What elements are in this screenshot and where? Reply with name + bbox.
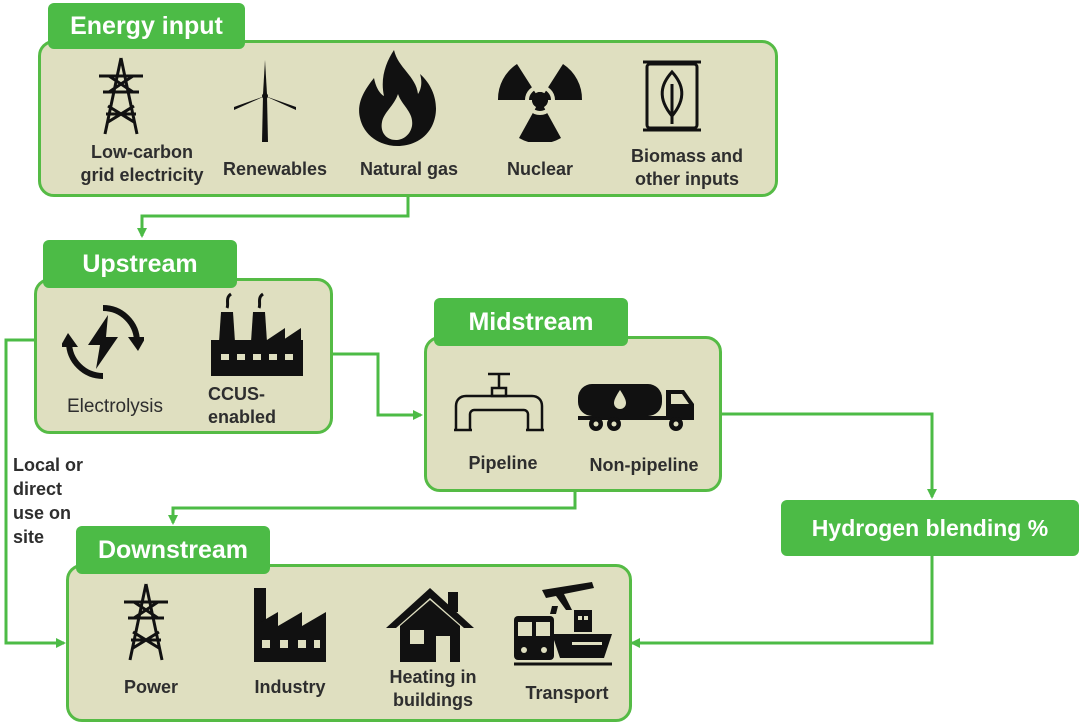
arrow-midstream-to-downstream <box>168 492 577 525</box>
arrow-midstream-to-blending <box>722 412 937 499</box>
transmission-tower-icon <box>99 57 143 135</box>
energy-input-label-renewables: Renewables <box>222 159 328 179</box>
energy-input-label-grid: Low-carbon grid electricity <box>80 142 204 185</box>
energy-input-label-nuclear: Nuclear <box>506 159 574 179</box>
arrow-local-use-to-downstream <box>4 338 66 648</box>
transmission-tower-icon <box>124 583 168 661</box>
factory-chimneys-icon <box>211 292 303 376</box>
arrow-upstream-to-midstream <box>333 352 423 420</box>
electrolysis-icon <box>62 305 144 379</box>
midstream-label-pipeline: Pipeline <box>468 453 538 473</box>
local-use-note: Local or direct use on site <box>13 455 84 547</box>
factory-icon <box>254 588 326 662</box>
radiation-icon <box>497 64 583 142</box>
upstream-label-ccus: CCUS- enabled <box>208 384 277 427</box>
upstream-title: Upstream <box>43 240 237 288</box>
house-icon <box>386 588 474 662</box>
flame-icon <box>359 50 436 146</box>
transport-icon <box>514 582 612 666</box>
upstream-label-electrolysis: Electrolysis <box>66 396 164 417</box>
energy-input-panel <box>38 40 778 197</box>
downstream-label-industry: Industry <box>254 677 326 697</box>
wind-turbine-icon <box>234 60 296 142</box>
downstream-label-power: Power <box>123 677 179 697</box>
biomass-leaf-icon <box>643 60 701 132</box>
downstream-title: Downstream <box>76 526 270 574</box>
energy-input-label-natural-gas: Natural gas <box>359 159 459 179</box>
downstream-label-transport: Transport <box>525 683 609 703</box>
pipeline-valve-icon <box>454 372 544 432</box>
energy-input-label-biomass: Biomass and other inputs <box>630 146 744 189</box>
midstream-label-non-pipeline: Non-pipeline <box>589 455 699 475</box>
upstream-panel <box>34 278 333 434</box>
energy-input-title: Energy input <box>48 3 245 49</box>
tanker-truck-icon <box>578 384 694 431</box>
midstream-title: Midstream <box>434 298 628 346</box>
hydrogen-blending-box: Hydrogen blending % <box>781 500 1079 556</box>
arrow-energy-to-upstream <box>137 196 410 238</box>
arrow-blending-to-downstream <box>630 556 934 648</box>
downstream-label-heating: Heating in buildings <box>389 667 477 710</box>
